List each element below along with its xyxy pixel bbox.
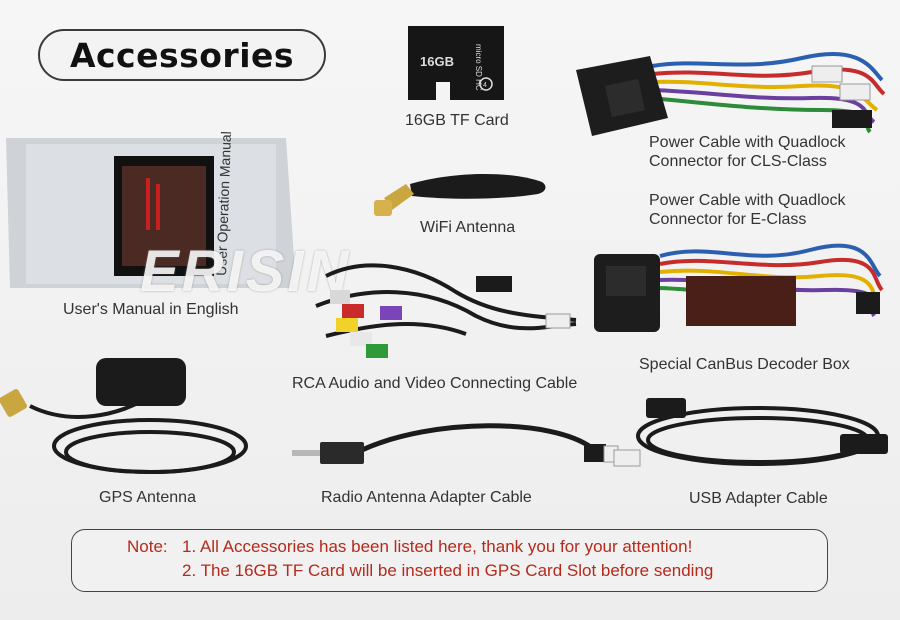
tf-card-image: 16GB micro SD HC 4	[408, 26, 504, 100]
caption-manual: User's Manual in English	[63, 301, 239, 318]
caption-quadlock-cls: Power Cable with Quadlock Connector for …	[649, 133, 846, 171]
manual-image: User Operation Manual	[6, 131, 296, 288]
caption-usb-adapter: USB Adapter Cable	[689, 490, 828, 507]
title-pill: Accessories	[38, 29, 326, 81]
caption-wifi-antenna: WiFi Antenna	[420, 219, 516, 236]
card-logo: micro SD HC	[474, 44, 483, 91]
wifi-antenna-image	[374, 173, 546, 216]
manual-cover-text: User Operation Manual	[213, 131, 234, 276]
caption-gps-antenna: GPS Antenna	[99, 489, 196, 506]
caption-quadlock-cls-line2: Connector for CLS-Class	[649, 153, 827, 170]
caption-tf-card: 16GB TF Card	[405, 112, 509, 129]
usb-adapter-image	[613, 398, 888, 467]
caption-quadlock-e-line2: Connector for E-Class	[649, 211, 807, 228]
caption-quadlock-e: Power Cable with Quadlock Connector for …	[649, 191, 846, 229]
caption-canbus-box: Special CanBus Decoder Box	[639, 356, 850, 373]
quadlock-e-canbus-image	[594, 243, 884, 332]
caption-radio-adapter: Radio Antenna Adapter Cable	[321, 489, 532, 506]
caption-quadlock-e-line1: Power Cable with Quadlock	[649, 192, 846, 209]
radio-adapter-image	[292, 423, 619, 464]
note-box	[71, 529, 828, 592]
note-label: Note:	[127, 537, 168, 556]
brand-watermark: ERISIN	[140, 239, 352, 304]
quadlock-cls-image	[576, 51, 886, 136]
page-title: Accessories	[69, 35, 295, 75]
note-line-2: 2. The 16GB TF Card will be inserted in …	[182, 561, 714, 580]
card-class: 4	[483, 82, 487, 89]
note-line-1: 1. All Accessories has been listed here,…	[182, 537, 693, 556]
card-capacity: 16GB	[420, 54, 454, 69]
gps-antenna-image	[0, 358, 248, 474]
caption-rca-cable: RCA Audio and Video Connecting Cable	[292, 375, 578, 392]
rca-cable-image	[315, 263, 577, 358]
caption-quadlock-cls-line1: Power Cable with Quadlock	[649, 134, 846, 151]
